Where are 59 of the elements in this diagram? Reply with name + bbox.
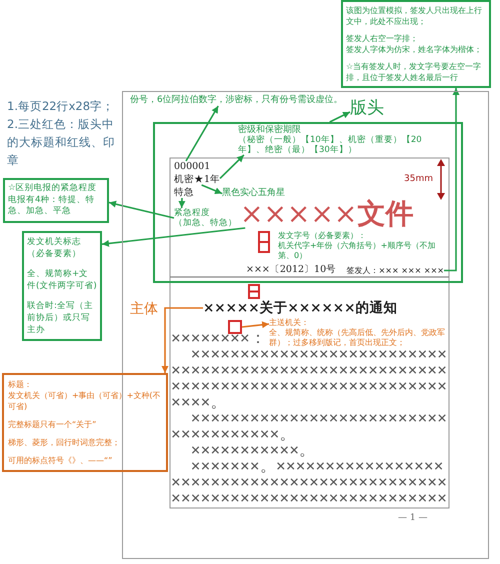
arrow xyxy=(185,106,219,162)
note-text: 签发人字体为仿宋，姓名字体为楷体； xyxy=(346,44,483,55)
note-text: 发文机关标志（必备要素） xyxy=(27,236,82,260)
arrow xyxy=(329,111,350,123)
header-section-box xyxy=(153,122,463,283)
document-page xyxy=(122,91,489,559)
section-label: 版头 xyxy=(350,98,384,118)
arrow xyxy=(201,184,222,194)
urgency-mark: 特急 xyxy=(174,187,194,198)
note-text: 1.每页22行x28字； xyxy=(7,98,114,115)
annotation-text: 全、规简称、统称（先高后低、先外后内、党政军群）；过多移到版记，首页出现正文； xyxy=(269,328,446,348)
section-label: 主体 xyxy=(130,300,158,318)
note-box xyxy=(341,0,491,88)
arrow xyxy=(108,200,174,219)
issuer-title: ×××××文件 xyxy=(240,200,414,228)
signer-line: 签发人：××× ××× ××× xyxy=(344,265,444,276)
annotation-text: （加急、特急） xyxy=(174,218,238,228)
body-paragraph: ×××××××××××。 xyxy=(190,442,316,458)
note-text: 完整标题只有一个“关于” xyxy=(8,419,98,430)
note-text: 联合时:全写（主前协后）或只写主办 xyxy=(27,300,94,336)
annotation-heading: 密级和保密期限 xyxy=(238,125,302,135)
arrow xyxy=(444,88,460,272)
note-box xyxy=(2,373,168,472)
arrow xyxy=(219,154,244,179)
annotation-heading: 发文字号（必备要素）： xyxy=(278,231,367,241)
note-text: 全、规简称+文件(文件两字可省) xyxy=(27,268,97,292)
annotation-text: （秘密（一般）【10年】、机密（重要）【20年】、绝密（最）【30年】） xyxy=(238,135,423,155)
note-text: 梯形、菱形，回行时词意完整； xyxy=(8,437,121,448)
note-text: 电报有4种：特提、特急、加急、平急 xyxy=(8,194,96,218)
annotation-heading: 主送机关： xyxy=(269,318,310,328)
annotation-text: 机关代字+年份（六角括号）+顺序号（不加第、0） xyxy=(278,241,436,261)
arrow xyxy=(178,198,186,208)
note-text: ☆当有签发人时，发文字号要左空一字排，且位于签发人姓名最后一行 xyxy=(346,61,482,83)
note-box xyxy=(3,178,109,222)
note-text: 2.三处红色：版头中的大标题和红线、印章 xyxy=(7,116,116,169)
document-number: ×××〔2012〕10号 xyxy=(246,264,336,275)
note-text: 该图为位置模拟，签发人只出现在上行文中，此处不应出现； xyxy=(346,5,483,27)
note-text: 签发人右空一字排； xyxy=(346,33,419,44)
annotation-text: 黑色实心五角星 xyxy=(222,188,285,199)
note-box xyxy=(22,231,102,341)
arrow xyxy=(162,307,203,373)
body-paragraph: ××××××××××××××××××××××××××××××××××××××××××××××××××××××××××××××××××××××××××××××××××××××。 xyxy=(171,346,448,410)
note-text: 发文机关（可省）+事由（可省）+文种(不可省) xyxy=(8,390,162,412)
square-marker-icon xyxy=(228,320,242,334)
arrow xyxy=(242,321,270,328)
addressee-line: ××××××××： xyxy=(171,330,266,346)
note-text: 标题： xyxy=(8,379,33,390)
note-text: 可用的标点符号《》、——“” xyxy=(8,455,114,466)
document-title: ×××××关于××××××的通知 xyxy=(203,300,398,316)
copy-number: 000001 xyxy=(174,161,210,172)
classification-mark: 机密★1年 xyxy=(174,174,220,185)
annotation-heading: 紧急程度 xyxy=(174,208,211,218)
annotation-text: 份号，6位阿拉伯数字，涉密标，只有份号需设虚位。 xyxy=(130,95,343,106)
dimension-label: 35mm xyxy=(404,174,433,185)
note-text: ☆区别电报的紧急程度 xyxy=(8,183,98,194)
page-number: — 1 — xyxy=(398,513,428,524)
body-paragraph: ×××××××××××××××××××××××××××××××××××××。 xyxy=(171,410,448,442)
body-paragraph: ×××××××。××××××××××××××××××××××××××××××××××××××××××××××××××××××××××××××××××××××××× xyxy=(171,458,448,506)
arrow xyxy=(102,227,246,247)
